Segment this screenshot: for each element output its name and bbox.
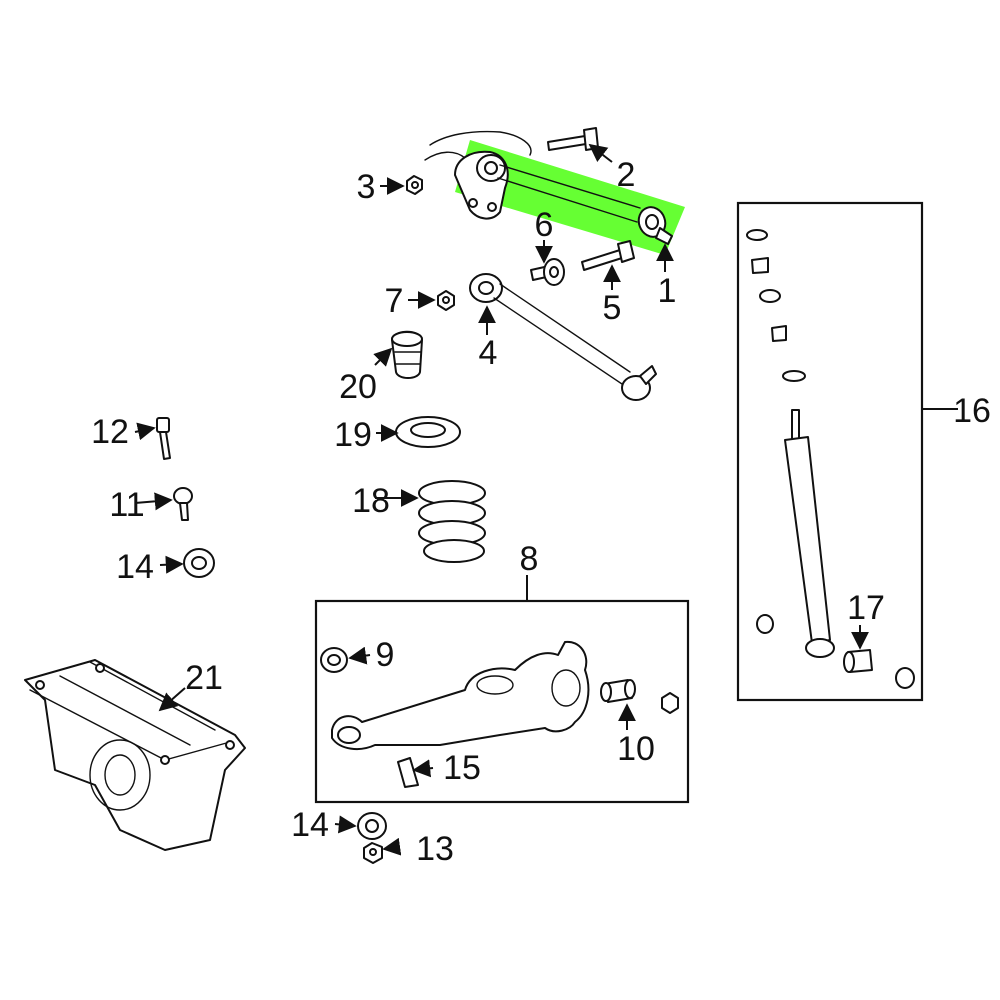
part-9-bushing[interactable]: [320, 647, 348, 673]
callout-13: 13: [416, 830, 454, 868]
part-7-nut[interactable]: [437, 290, 455, 311]
part-20-bump-stop[interactable]: [391, 330, 423, 379]
part-8-rear-axle-carrier[interactable]: [331, 640, 590, 751]
callout-16: 16: [953, 392, 991, 430]
part-14-washer[interactable]: [183, 548, 215, 578]
callout-3: 3: [357, 168, 376, 206]
part-17-bushing[interactable]: [843, 649, 873, 673]
part-16-nut[interactable]: [895, 667, 915, 689]
callout-17: 17: [847, 589, 885, 627]
part-8-group-box: [314, 599, 690, 804]
part-4-lateral-rod[interactable]: [469, 273, 657, 401]
part-12-bolt[interactable]: [156, 417, 171, 460]
callout-14-left: 14: [116, 548, 154, 586]
callout-1: 1: [658, 272, 677, 310]
callout-12: 12: [91, 413, 129, 451]
callout-18: 18: [352, 482, 390, 520]
callout-11: 11: [109, 486, 144, 524]
callout-7: 7: [385, 282, 404, 320]
part-16-shock-absorber[interactable]: [746, 229, 835, 658]
part-10-bushing[interactable]: [600, 679, 636, 703]
leaders: [134, 143, 958, 856]
callout-8: 8: [520, 540, 539, 578]
callout-4: 4: [479, 334, 498, 372]
part-15-bracket[interactable]: [397, 757, 419, 788]
part-5-bolt[interactable]: [581, 240, 635, 271]
part-19-spring-insulator[interactable]: [395, 416, 461, 448]
callout-9: 9: [376, 636, 395, 674]
part-6-bolt[interactable]: [530, 258, 565, 286]
part-1-upper-control-arm[interactable]: [424, 130, 673, 245]
callout-10: 10: [617, 730, 655, 768]
part-10-nut[interactable]: [661, 692, 679, 714]
part-18-coil-spring[interactable]: [418, 480, 486, 563]
callout-6: 6: [535, 206, 554, 244]
part-11-cam-bolt[interactable]: [173, 487, 193, 521]
part-2-bolt[interactable]: [547, 127, 599, 151]
callout-21: 21: [185, 659, 223, 697]
part-3-nut[interactable]: [406, 175, 423, 195]
callout-2: 2: [617, 156, 636, 194]
callout-20: 20: [339, 368, 377, 406]
part-16-group-box: [736, 201, 924, 702]
part-14-washer-lower[interactable]: [357, 812, 387, 840]
callout-19: 19: [334, 416, 372, 454]
callout-14-lower: 14: [291, 806, 329, 844]
part-21-crossmember[interactable]: [24, 659, 246, 851]
part-13-nut[interactable]: [363, 842, 383, 864]
callout-5: 5: [603, 289, 622, 327]
callout-15: 15: [443, 749, 481, 787]
callouts: 1 2 3 4 5 6 7 8 9 10 11 12 13 14 14 15 1…: [91, 156, 991, 868]
